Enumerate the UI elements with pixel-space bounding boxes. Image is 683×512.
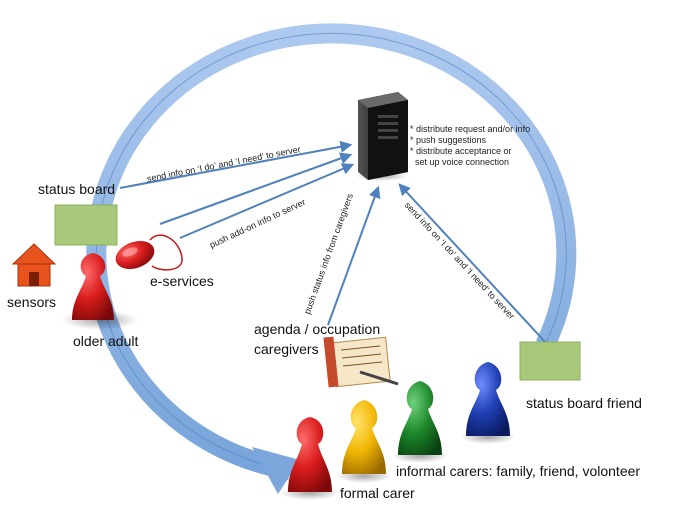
house-icon <box>11 243 57 287</box>
informal-carers-label: informal carers: family, friend, volonte… <box>396 463 641 479</box>
formal-carer-label: formal carer <box>340 485 415 501</box>
server-task: * distribute request and/or info <box>410 124 531 134</box>
cycle-ring <box>86 23 577 494</box>
arrow-addon-to-server <box>179 163 355 239</box>
caregivers-label: caregivers <box>254 341 319 357</box>
server-task: set up voice connection <box>410 157 510 167</box>
pawn-informal-carer-blue <box>460 362 516 444</box>
status-board <box>54 204 118 246</box>
arrow-caregivers-to-server <box>327 185 381 326</box>
older-adult-label: older adult <box>73 333 139 349</box>
agenda-icon <box>323 336 399 388</box>
server-task: * distribute acceptance or <box>410 146 512 156</box>
e-services-label: e-services <box>150 273 214 289</box>
arrow-friend-to-server <box>398 183 549 346</box>
status-board-label: status board <box>38 181 116 197</box>
sensors-label: sensors <box>7 294 57 310</box>
arrow-eservices-to-server <box>159 152 353 225</box>
pawn-formal-carer-red <box>280 417 340 500</box>
pawn-formal-carer-yellow <box>336 400 392 483</box>
pawn-informal-carer-green <box>392 381 448 463</box>
server-icon <box>356 92 408 181</box>
arrow-status-board-to-server <box>119 140 353 189</box>
server-task-list: * distribute request and/or info * push … <box>410 124 530 168</box>
server-task: * push suggestions <box>410 135 487 145</box>
ring-arrowhead <box>252 447 300 494</box>
status-board-friend-label: status board friend <box>526 395 642 411</box>
agenda-label: agenda / occupation <box>254 321 381 337</box>
status-board-friend <box>519 341 581 381</box>
pawn-older-adult <box>62 253 138 330</box>
arrows <box>119 140 549 346</box>
mouse-icon <box>115 234 183 271</box>
